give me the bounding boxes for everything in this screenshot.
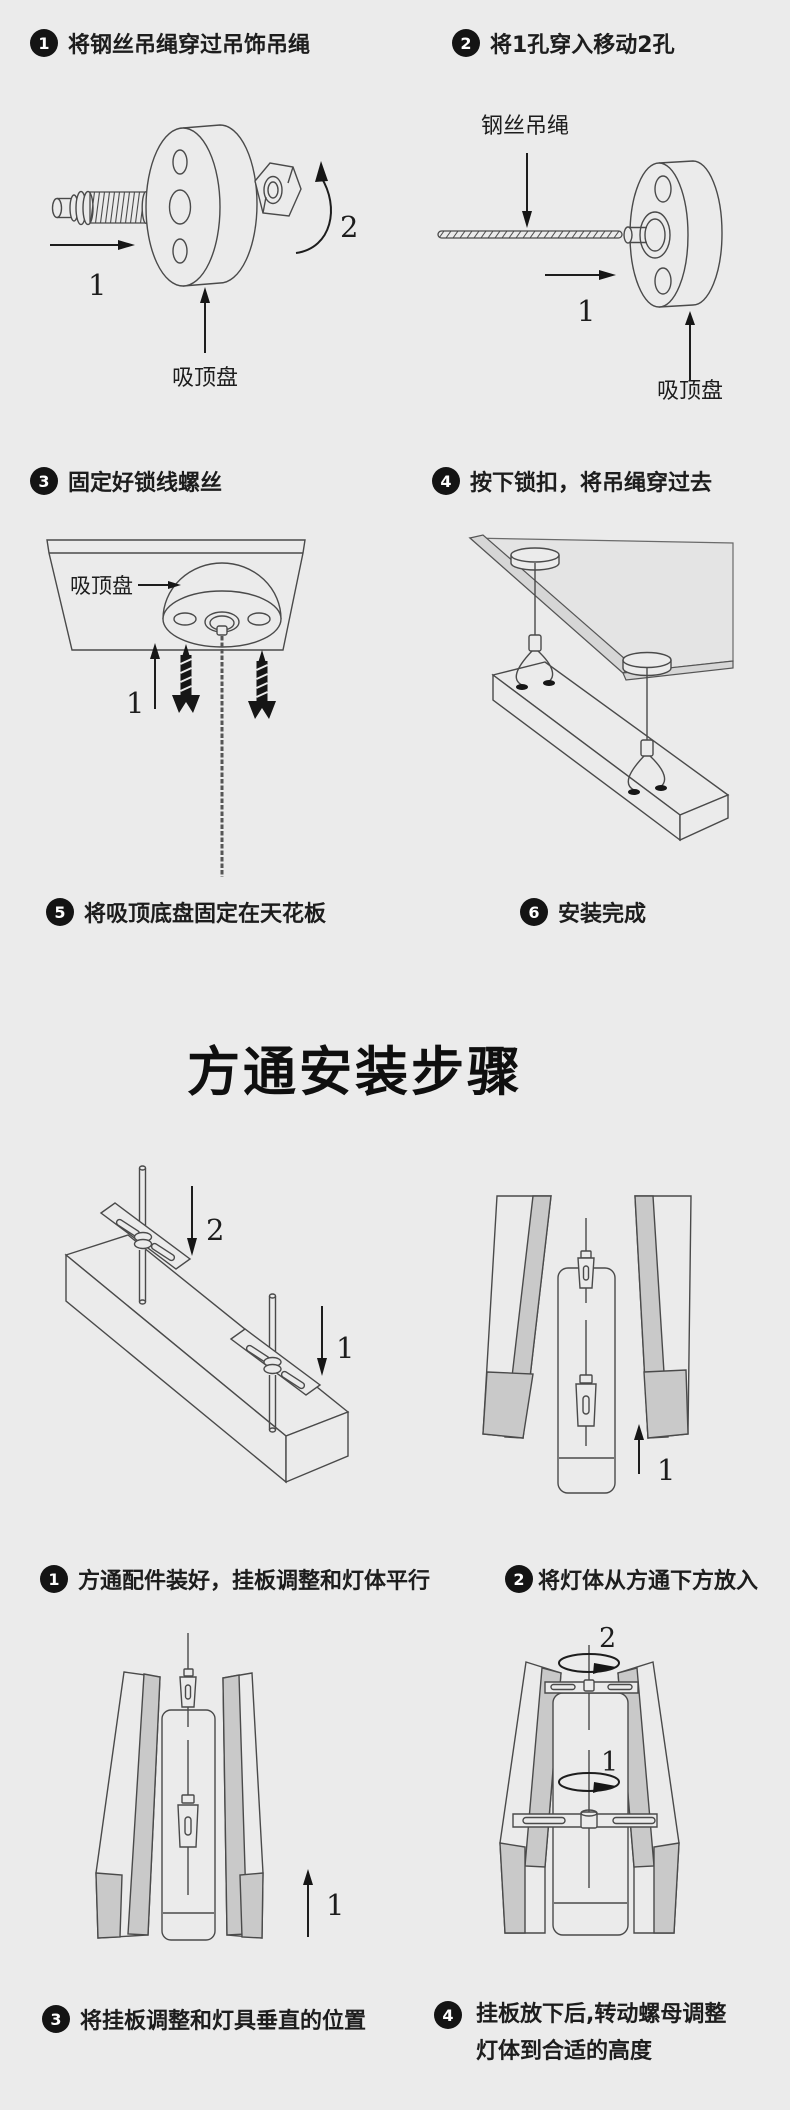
step-badge: 3 [30,467,58,495]
hanger-plate-top [545,1645,638,1730]
step-caption-1: 1 将钢丝吊绳穿过吊饰吊绳 [30,27,310,59]
hanger-plate-middle [513,1750,657,1888]
step-caption-6: 6 安装完成 [520,896,646,928]
diagram-hanging-lamp [395,495,790,880]
fangtong-caption-1: 1 方通配件装好，挂板调整和灯体平行 [40,1563,430,1595]
fangtong-caption-2: 2 将灯体从方通下方放入 [505,1563,758,1595]
square-channel-right [635,1196,691,1438]
square-channel-right [223,1673,263,1938]
square-channel-left [500,1662,561,1933]
up-arrow: 1 [126,643,160,720]
diagram-bolt-plate-nut: 1 [0,85,395,400]
diagram-wire-rope: 钢丝吊绳 1 吸顶盘 [395,85,790,400]
plate-disc-2 [623,653,671,676]
hanger-rod-left [101,1166,190,1304]
ceiling-plate [624,161,722,307]
fangtong-caption-4: 4 挂板放下后,转动螺母调整 灯体到合适的高度 [434,1996,726,2070]
step-badge: 4 [432,467,460,495]
wire-rope-label: 钢丝吊绳 [481,114,569,139]
step-label-line2: 灯体到合适的高度 [476,2039,653,2064]
diagram-fangtong-assemble: 2 1 [0,1140,395,1540]
step-badge: 6 [520,898,548,926]
up-arrow: 1 [634,1424,675,1487]
light-bar [493,662,728,840]
annotation-1: 1 [336,1331,354,1365]
threaded-bolt [53,192,150,225]
annotation-1: 1 [88,268,106,302]
annotation-1: 1 [657,1453,675,1487]
plate-callout: 吸顶盘 [172,287,238,391]
section-title: 方通安装步骤 [187,1042,523,1103]
step-label: 安装完成 [558,902,647,927]
hex-nut [255,163,301,216]
ceiling-panel [470,535,733,680]
ceiling-panel [47,540,305,650]
step-label: 按下锁扣，将吊绳穿过去 [470,471,713,496]
step-badge: 2 [505,1565,533,1593]
step-badge: 1 [30,29,58,57]
mounted-plate [163,563,281,647]
step-label: 将灯体从方通下方放入 [538,1569,759,1594]
annotation-2: 2 [599,1623,616,1654]
down-arrow-left: 2 [187,1186,224,1256]
diagram-fangtong-adjust: 1 [0,1615,395,2000]
annotation-2: 2 [340,210,358,244]
ceiling-plate [146,125,257,286]
step-caption-5: 5 将吸顶底盘固定在天花板 [46,896,326,928]
down-arrow-right: 1 [317,1306,354,1376]
step-caption-3: 3 固定好锁线螺丝 [30,465,222,497]
annotation-1: 1 [601,1747,618,1778]
up-arrow: 1 [303,1869,344,1937]
annotation-1: 1 [577,294,595,328]
rotate-arrow-top: 2 [559,1623,619,1674]
step-caption-2: 2 将1孔穿入移动2孔 [452,27,675,59]
step-badge: 3 [42,2005,70,2033]
hanger-top [578,1218,594,1303]
steel-wire [438,231,622,238]
diagram-fangtong-nut: 2 1 [395,1585,790,1990]
diagram-fangtong-insert: 1 [395,1140,790,1560]
hanger-rod-right [231,1294,320,1432]
rotate-arrow: 2 [296,161,358,253]
screw-left [172,644,200,713]
plate-label: 吸顶盘 [172,366,238,391]
suspension-wire-1 [516,563,555,690]
step-badge: 4 [434,2001,462,2029]
annotation-1: 1 [326,1888,344,1922]
step-label: 将1孔穿入移动2孔 [490,33,675,58]
fangtong-caption-3: 3 将挂板调整和灯具垂直的位置 [42,2003,366,2035]
lamp-body [66,1235,348,1482]
plate-label: 吸顶盘 [657,379,723,400]
step-label: 将挂板调整和灯具垂直的位置 [80,2009,367,2034]
step-caption-4: 4 按下锁扣，将吊绳穿过去 [432,465,712,497]
diagram-ceiling-mount: 吸顶盘 1 [0,495,395,885]
step-label: 将钢丝吊绳穿过吊饰吊绳 [68,33,311,58]
step-label: 固定好锁线螺丝 [68,471,223,496]
plate-label: 吸顶盘 [70,574,133,598]
square-channel-left [483,1196,551,1438]
step-badge: 2 [452,29,480,57]
step-label: 方通配件装好，挂板调整和灯体平行 [78,1569,431,1594]
plate-callout: 吸顶盘 [70,574,181,598]
insert-arrow: 1 [545,270,616,328]
insert-arrow: 1 [50,240,135,302]
plate-callout: 吸顶盘 [657,311,723,400]
step-badge: 1 [40,1565,68,1593]
step-label: 将吸顶底盘固定在天花板 [84,902,327,927]
step-label-line1: 挂板放下后,转动螺母调整 [476,2002,727,2027]
suspension-wire-2 [628,668,667,795]
annotation-1: 1 [126,686,144,720]
rotate-arrow-middle: 1 [559,1747,619,1793]
square-channel-left [96,1672,160,1938]
wire-rope-callout: 钢丝吊绳 [481,114,569,228]
step-badge: 5 [46,898,74,926]
screw-right [248,650,276,719]
annotation-2: 2 [206,1213,224,1247]
hanger-middle [178,1740,198,1895]
hanger-middle [576,1320,596,1446]
hanger-top [180,1633,196,1727]
